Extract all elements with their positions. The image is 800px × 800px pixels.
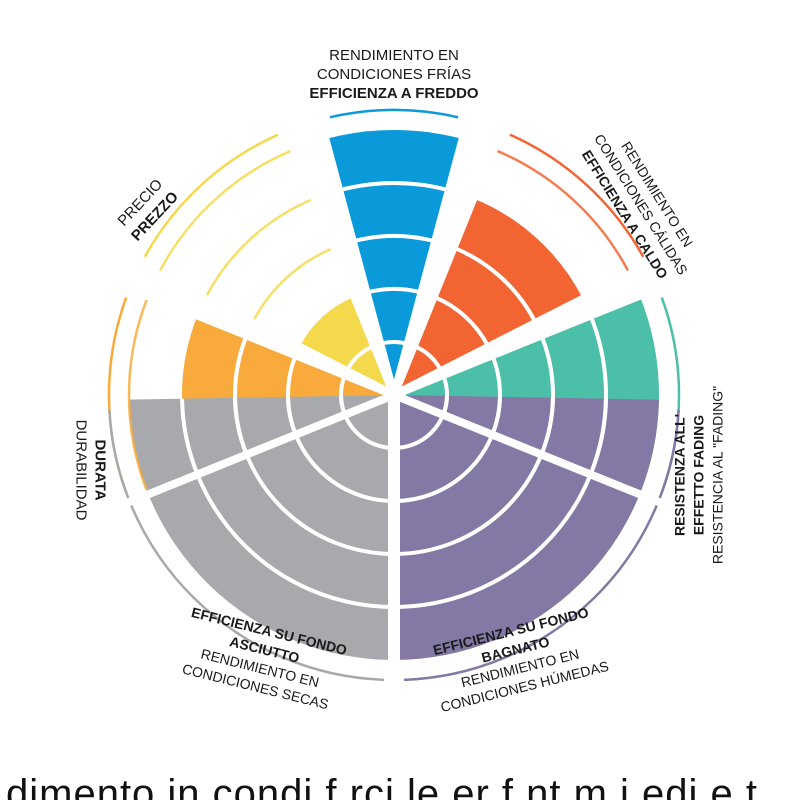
label-cold-line-2: EFFICIENZA A FREDDO: [309, 85, 478, 102]
outer-arc-dry: [108, 409, 385, 682]
label-duration-line-1: DURABILIDAD: [73, 420, 90, 521]
ring-cold-3: [352, 234, 436, 244]
wedge-cold: [325, 129, 463, 395]
gap-0: [315, 113, 398, 397]
outer-arcs: [107, 108, 681, 682]
gap-4: [392, 282, 665, 399]
ring-cold-1: [379, 340, 409, 346]
wedge-wet: [394, 395, 659, 660]
label-cold: RENDIMIENTO EN CONDICIONES FRÍAS EFFICIENZ…: [309, 47, 478, 102]
ring-wet-1: [393, 395, 449, 450]
wedge-price: [299, 296, 394, 395]
label-fading-line-0: RESISTENZA ALL': [672, 414, 688, 536]
wedge-gaps: [123, 113, 665, 685]
gap-5: [392, 391, 665, 508]
ring-dry-4: [180, 398, 395, 609]
gap-3: [392, 259, 655, 399]
gap-2: [390, 124, 507, 397]
guide-duration-5: [127, 299, 148, 491]
guide-hot-5: [497, 149, 630, 272]
label-duration-line-0: DURATA: [92, 439, 109, 500]
outer-arc-wet: [403, 409, 680, 682]
guide-price-5: [158, 149, 291, 272]
label-fading-line-2: RESISTENCIA AL "FADING": [710, 386, 726, 564]
segment-labels: RENDIMIENTO EN CONDICIONES FRÍAS EFFICIENZ…: [73, 47, 726, 715]
gap-9: [133, 259, 396, 399]
wedges: [129, 129, 659, 660]
guide-price-4: [205, 198, 312, 297]
ring-hot-2: [432, 294, 491, 348]
ring-wet-4: [393, 398, 608, 609]
ring-wet-2: [393, 396, 502, 503]
ring-cold-4: [338, 180, 450, 193]
wedge-dry: [129, 395, 395, 660]
ring-dry-2: [286, 396, 395, 503]
guide-price-3: [252, 247, 333, 321]
ring-dry-3: [233, 397, 395, 556]
ring-hot-3: [452, 245, 538, 324]
label-cold-line-0: RENDIMIENTO EN: [329, 47, 459, 64]
wedge-hot: [394, 198, 583, 395]
outer-arc-price: [143, 133, 279, 258]
outer-arc-cold: [329, 108, 459, 119]
cut-off-text: dimento in condi f rci le er f nt m i ed…: [0, 758, 800, 800]
gap-10: [281, 124, 398, 397]
label-cold-line-1: CONDICIONES FRÍAS: [317, 66, 471, 83]
label-fading-line-1: EFFETTO FADING: [691, 415, 707, 535]
footer-text: dimento in condi f rci le er f nt m i ed…: [6, 772, 758, 800]
gap-7: [123, 391, 396, 508]
outer-arc-hot: [509, 133, 645, 258]
ring-wet-3: [393, 397, 555, 556]
gap-1: [390, 113, 473, 397]
ring-dry-1: [339, 395, 395, 450]
gap-8: [123, 282, 396, 399]
